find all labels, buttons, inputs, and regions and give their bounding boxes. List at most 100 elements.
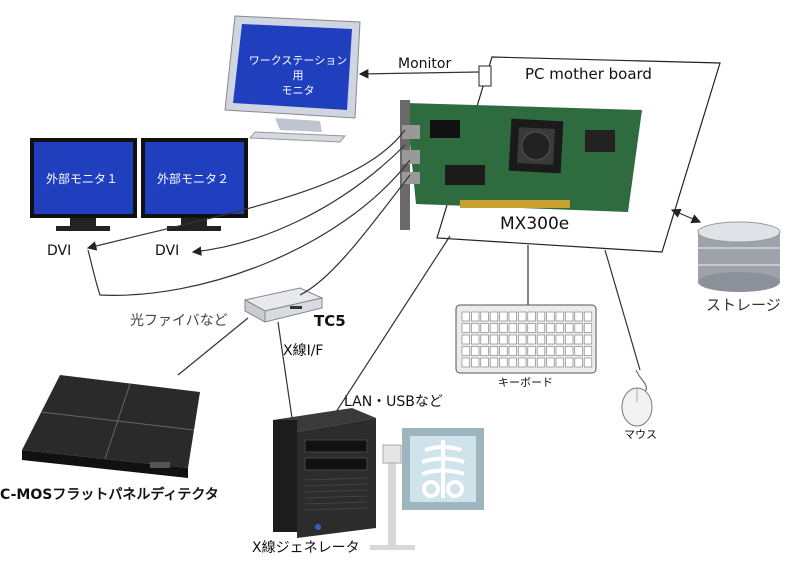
keyboard-key <box>499 334 508 345</box>
keyboard-key <box>480 346 489 356</box>
keyboard-key <box>508 334 517 345</box>
keyboard-key <box>461 346 470 356</box>
keyboard-key <box>471 334 480 345</box>
keyboard-key <box>508 346 517 356</box>
keyboard-key <box>527 311 536 322</box>
xray-image-icon <box>370 428 484 550</box>
monitor-port-icon <box>478 65 492 87</box>
keyboard-key <box>471 323 480 333</box>
lan-usb-label: LAN・USBなど <box>344 394 443 410</box>
keyboard-key <box>583 311 593 322</box>
keyboard-key <box>527 357 536 368</box>
keyboard-key <box>461 334 470 345</box>
keyboard-key <box>565 346 574 356</box>
external-monitor-1-icon <box>30 138 137 231</box>
external-monitor-2-label: 外部モニタ２ <box>157 172 230 186</box>
keyboard-key <box>555 357 564 368</box>
keyboard-key <box>555 311 564 322</box>
keyboard-key <box>471 357 480 368</box>
keyboard-key <box>518 346 527 356</box>
keyboard-key <box>555 323 564 333</box>
tc5-box-icon <box>243 287 324 323</box>
monitor-connection-label: Monitor <box>398 56 452 72</box>
keyboard-key <box>518 311 527 322</box>
keyboard-key <box>546 311 555 322</box>
keyboard-key <box>536 346 546 356</box>
keyboard-key <box>546 357 555 368</box>
keyboard-key <box>546 334 555 345</box>
keyboard-icon <box>455 304 597 374</box>
keyboard-key <box>565 357 574 368</box>
keyboard-key <box>546 323 555 333</box>
keyboard-key <box>489 357 499 368</box>
keyboard-key <box>565 334 574 345</box>
workstation-monitor-label: ワークステーション用 モニタ <box>248 54 348 97</box>
storage-icon <box>697 221 781 292</box>
keyboard-key <box>518 334 527 345</box>
keyboard-key <box>574 346 583 356</box>
keyboard-key <box>536 357 546 368</box>
keyboard-key <box>555 334 564 345</box>
keyboard-key <box>489 323 499 333</box>
optical-fiber-label: 光ファイバなど <box>130 313 228 329</box>
storage-label: ストレージ <box>706 296 781 314</box>
keyboard-key <box>508 357 517 368</box>
mx300e-board-icon <box>400 100 642 230</box>
tc5-label: TC5 <box>314 312 346 330</box>
keyboard-key <box>471 311 480 322</box>
keyboard-key <box>508 323 517 333</box>
flat-panel-detector-icon <box>22 375 200 478</box>
keyboard-key <box>565 311 574 322</box>
keyboard-key <box>527 346 536 356</box>
keyboard-key <box>546 346 555 356</box>
board-name-label: MX300e <box>500 214 570 234</box>
workstation-monitor-icon <box>224 15 361 143</box>
keyboard-key <box>555 346 564 356</box>
keyboard-key <box>583 323 593 333</box>
keyboard-key <box>461 323 470 333</box>
keyboard-key <box>480 323 489 333</box>
dvi-1-label: DVI <box>47 243 72 259</box>
keyboard-key <box>508 311 517 322</box>
keyboard-key <box>489 311 499 322</box>
keyboard-key <box>583 346 593 356</box>
keyboard-key <box>536 311 546 322</box>
flat-panel-detector-label: C-MOSフラットパネルディテクタ <box>0 487 219 503</box>
keyboard-key <box>499 346 508 356</box>
keyboard-key <box>461 357 470 368</box>
keyboard-key <box>583 357 593 368</box>
keyboard-key <box>574 323 583 333</box>
keyboard-key <box>499 323 508 333</box>
keyboard-label: キーボード <box>498 376 553 389</box>
keyboard-key <box>489 346 499 356</box>
keyboard-key <box>583 334 593 345</box>
xray-generator-icon <box>273 408 376 538</box>
keyboard-key <box>536 334 546 345</box>
external-monitor-2-icon <box>141 138 248 231</box>
keyboard-key <box>471 346 480 356</box>
keyboard-key <box>489 334 499 345</box>
external-monitor-1-label: 外部モニタ１ <box>46 172 119 186</box>
mouse-icon <box>621 369 653 427</box>
keyboard-key <box>527 334 536 345</box>
keyboard-key <box>518 357 527 368</box>
connection-lines <box>86 69 702 419</box>
xray-generator-label: X線ジェネレータ <box>252 540 360 556</box>
keyboard-key <box>527 323 536 333</box>
dvi-2-label: DVI <box>155 243 180 259</box>
keyboard-key <box>480 334 489 345</box>
keyboard-key <box>461 311 470 322</box>
keyboard-key <box>574 311 583 322</box>
keyboard-key <box>518 323 527 333</box>
keyboard-key <box>565 323 574 333</box>
keyboard-key <box>480 357 489 368</box>
pc-board-label: PC mother board <box>525 65 652 83</box>
keyboard-key <box>480 311 489 322</box>
keyboard-key <box>499 311 508 322</box>
keyboard-key <box>574 334 583 345</box>
keyboard-key <box>574 357 583 368</box>
xray-interface-label: X線I/F <box>283 343 324 359</box>
keyboard-key <box>536 323 546 333</box>
keyboard-key <box>499 357 508 368</box>
